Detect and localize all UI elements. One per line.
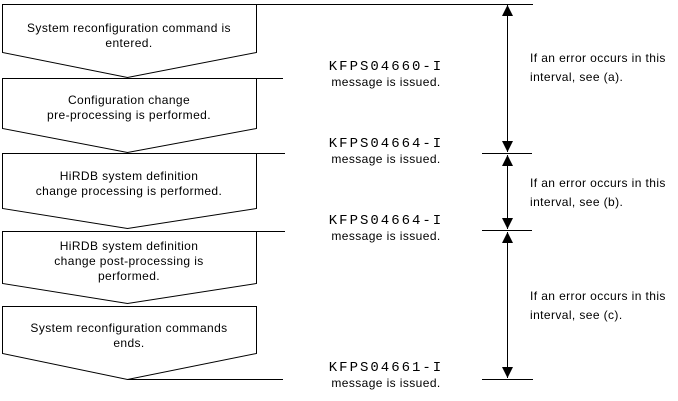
box-1-label: System reconfiguration command is entere… [2,21,256,51]
box-3-line-2: change processing is performed. [35,184,223,198]
box-1-line-1: System reconfiguration command is [27,21,231,35]
message-3-text: message is issued. [331,229,441,243]
box-2-line-1: Configuration change [67,93,191,107]
box-4-line-3: performed. [97,269,161,283]
interval-b-line-1: If an error occurs in this [530,176,666,190]
box-2-shape [2,78,257,154]
interval-a-line-2: interval, see (a). [530,70,624,84]
box-5-line-1: System reconfiguration commands [30,321,228,335]
arrowhead-down-icon [502,367,513,378]
message-4-code: KFPS04661-I [328,360,444,376]
interval-a-line-1: If an error occurs in this [530,51,666,65]
message-1-text: message is issued. [331,75,441,89]
message-1: KFPS04660-I message is issued. [306,60,466,90]
message-3: KFPS04664-I message is issued. [306,214,466,244]
message-3-code: KFPS04664-I [328,213,444,229]
message-2-code: KFPS04664-I [328,136,444,152]
box-4-shape [2,231,257,305]
interval-c-label: If an error occurs in this interval, see… [530,287,678,325]
interval-c-line-2: interval, see (c). [530,308,623,322]
arrowhead-down-icon [502,218,513,229]
arrowhead-up-icon [502,5,513,16]
interval-arrow-c [502,232,513,378]
interval-a-label: If an error occurs in this interval, see… [530,49,678,87]
box-2-line-2: pre-processing is performed. [47,108,211,122]
box-5-line-2: ends. [113,336,145,350]
interval-c-line-1: If an error occurs in this [530,289,666,303]
box-1-line-2: entered. [105,36,153,50]
interval-arrow-a [502,5,513,152]
box-1-shape [2,4,257,79]
arrowhead-up-icon [502,155,513,166]
message-2: KFPS04664-I message is issued. [306,137,466,167]
box-3-shape [2,153,257,230]
arrowhead-up-icon [502,232,513,243]
box-3-label: HiRDB system definition change processin… [2,169,256,199]
arrowhead-down-icon [502,141,513,152]
box-5-label: System reconfiguration commands ends. [2,321,256,351]
message-2-text: message is issued. [331,152,441,166]
interval-arrow-b [502,155,513,229]
box-5-shape [2,306,257,381]
box-2-label: Configuration change pre-processing is p… [2,93,256,123]
message-1-code: KFPS04660-I [328,59,444,75]
message-4: KFPS04661-I message is issued. [306,361,466,391]
box-4-line-1: HiRDB system definition [59,239,199,253]
box-4-label: HiRDB system definition change post-proc… [2,239,256,284]
box-3-line-1: HiRDB system definition [59,169,199,183]
box-4-line-2: change post-processing is [54,254,204,268]
message-4-text: message is issued. [331,376,441,390]
interval-b-label: If an error occurs in this interval, see… [530,174,678,212]
interval-b-line-2: interval, see (b). [530,195,624,209]
